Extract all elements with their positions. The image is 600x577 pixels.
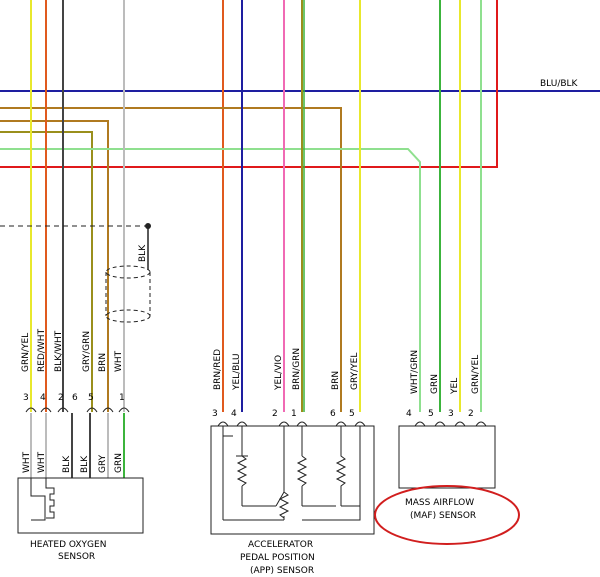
maf-caption-1: MASS AIRFLOW: [405, 498, 474, 508]
ho2s-box: [17, 477, 144, 534]
app-pin: 2: [272, 409, 278, 419]
app-pins: 3 4 2 1 6 5: [212, 409, 355, 419]
app-pin: 3: [212, 409, 218, 419]
ho2s-lower-wires: [30, 413, 125, 478]
ho2s-bottom-label: WHT: [22, 451, 32, 473]
maf-pin: 3: [448, 409, 454, 419]
app-label-4: BRN/GRN: [292, 348, 302, 390]
ho2s-bottom-label: BLK: [80, 455, 90, 473]
lightgreen-wire: [0, 148, 421, 412]
brown-wire: [0, 107, 342, 412]
ho2s-caption-1: HEATED OXYGEN: [30, 540, 106, 550]
ho2s-bottom-label: GRY: [98, 454, 108, 473]
ho2s-top-labels: GRN/YEL RED/WHT BLK/WHT GRY/GRN BRN WHT: [21, 328, 124, 372]
maf-label-2: GRN: [430, 374, 440, 394]
ho2s-label-2: RED/WHT: [37, 328, 47, 372]
ho2s-bottom-label: WHT: [37, 451, 47, 473]
app-top-labels: BRN/RED YEL/BLU YEL/VIO BRN/GRN BRN GRY/…: [213, 348, 360, 391]
app-pin: 1: [291, 409, 297, 419]
ho2s-bottom-label: BLK: [62, 455, 72, 473]
olive-wire-1: [0, 120, 109, 412]
app-caption-1: ACCELERATOR: [248, 540, 313, 550]
app-caption-2: PEDAL POSITION: [240, 553, 315, 563]
ho2s-label-6: WHT: [114, 350, 124, 372]
app-label-2: YEL/BLU: [232, 353, 242, 391]
ho2s-pin: 5: [88, 393, 94, 403]
ho2s-label-1: GRN/YEL: [21, 333, 31, 372]
app-label-5: BRN: [331, 371, 341, 390]
ho2s-pin: 6: [72, 393, 78, 403]
app-box: [210, 425, 375, 535]
maf-caption-2: (MAF) SENSOR: [410, 511, 476, 521]
blk-shield-label: BLK: [138, 244, 148, 262]
ho2s-pin: 4: [40, 393, 46, 403]
ho2s-pin: 3: [23, 393, 29, 403]
app-pin: 6: [330, 409, 336, 419]
ho2s-pins: 3 4 2 6 5 1: [23, 393, 125, 403]
app-label-1: BRN/RED: [213, 349, 223, 390]
app-pin: 5: [349, 409, 355, 419]
maf-pin: 5: [428, 409, 434, 419]
ho2s-caption-2: SENSOR: [58, 552, 95, 562]
shield-symbol: [105, 265, 151, 323]
app-internal-wiring: [222, 426, 361, 521]
ho2s-label-3: BLK/WHT: [54, 330, 64, 372]
heater-element-icon: [30, 478, 55, 521]
maf-label-1: WHT/GRN: [410, 350, 420, 394]
connector-symbols: [25, 407, 487, 427]
app-pin: 4: [231, 409, 237, 419]
ho2s-bottom-label: GRN: [114, 453, 124, 473]
maf-pins: 4 5 3 2: [406, 409, 474, 419]
maf-label-4: GRN/YEL: [471, 355, 481, 394]
maf-pin: 4: [406, 409, 412, 419]
ho2s-label-5: BRN: [98, 353, 108, 372]
maf-top-labels: WHT/GRN GRN YEL GRN/YEL: [410, 350, 481, 395]
maf-box: [398, 425, 496, 489]
highlight-ellipse: [374, 485, 520, 545]
ho2s-pin: 1: [119, 393, 125, 403]
maf-pin: 2: [468, 409, 474, 419]
red-loop-wire: [0, 0, 498, 168]
app-label-6: GRY/YEL: [350, 353, 360, 390]
app-label-3: YEL/VIO: [274, 355, 284, 391]
ho2s-bottom-labels: WHT WHT BLK BLK GRY GRN: [22, 451, 124, 473]
bus-label: BLU/BLK: [540, 79, 579, 89]
maf-label-3: YEL: [450, 378, 460, 395]
ho2s-pin: 2: [58, 393, 64, 403]
ho2s-label-4: GRY/GRN: [82, 331, 92, 372]
app-caption-3: (APP) SENSOR: [250, 566, 314, 576]
